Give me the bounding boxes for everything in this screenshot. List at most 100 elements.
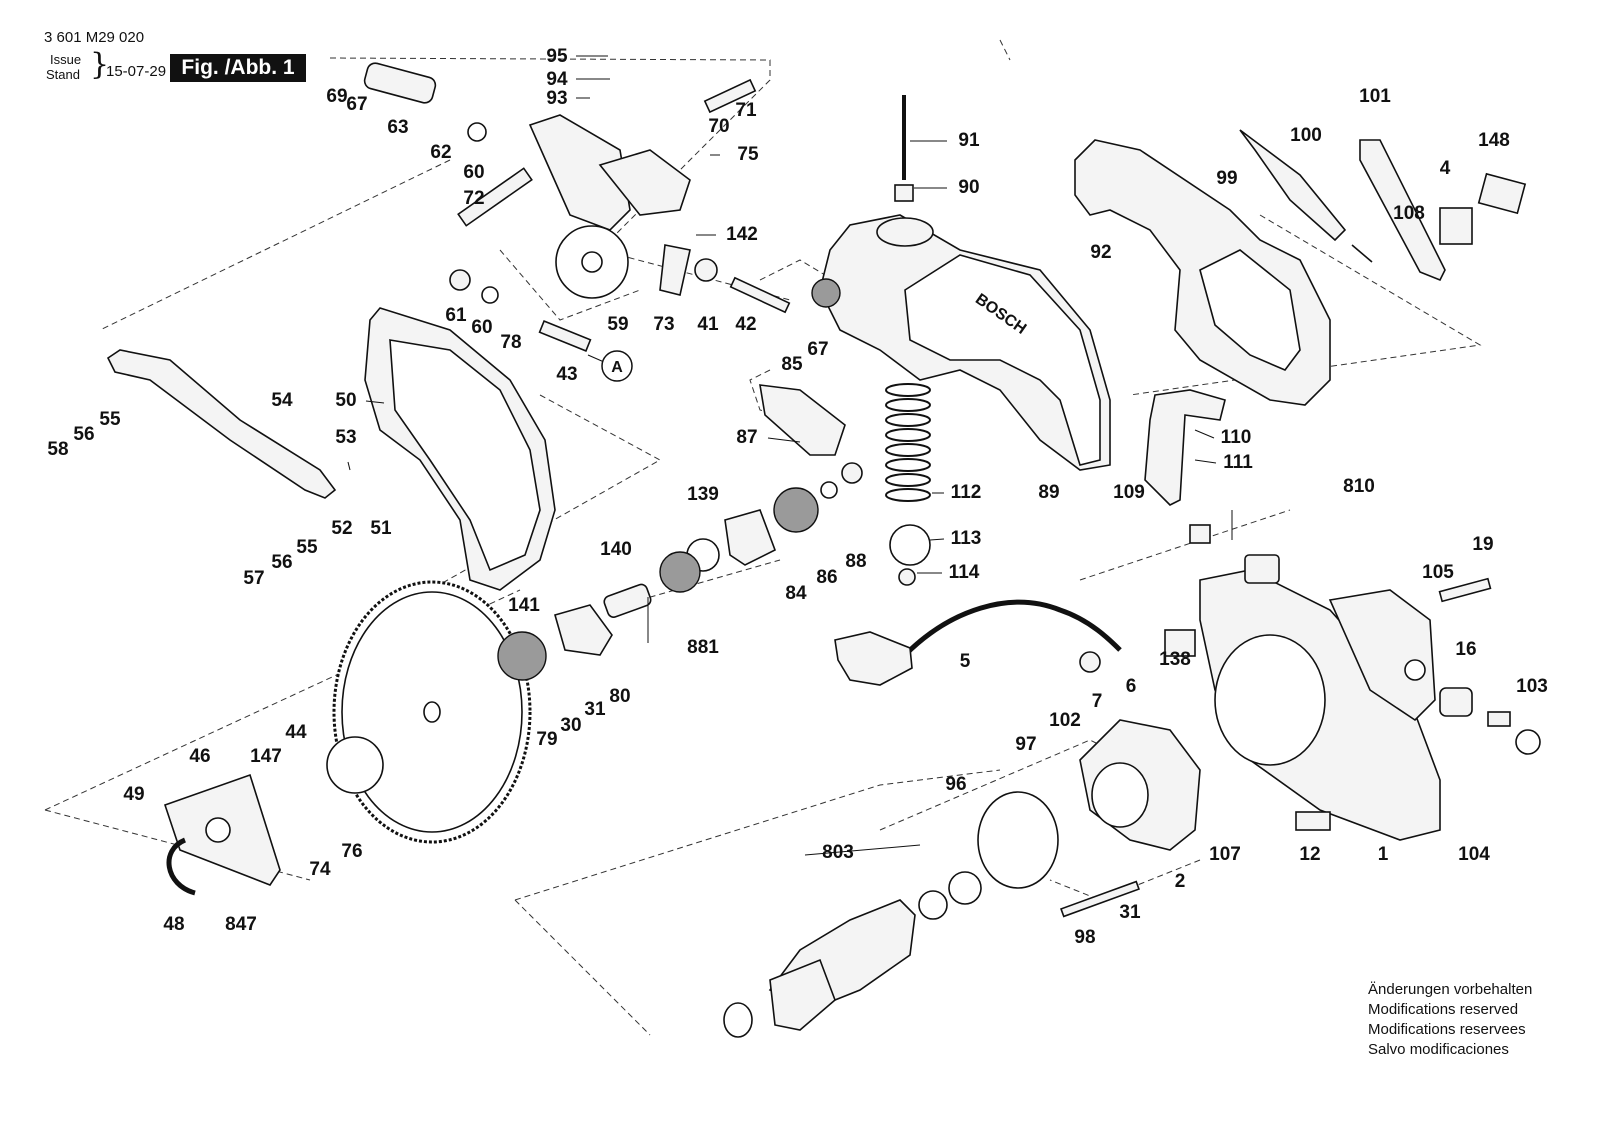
- part-label-101: 101: [1359, 86, 1391, 107]
- part-label-55: 55: [296, 537, 318, 558]
- note-line-de: Änderungen vorbehalten: [1368, 981, 1533, 998]
- part-label-148: 148: [1478, 130, 1510, 151]
- part-label-46: 46: [189, 746, 210, 767]
- part-label-107: 107: [1209, 844, 1241, 865]
- note-line-fr: Modifications reservees: [1368, 1021, 1526, 1038]
- leader-line-110: [1194, 429, 1215, 439]
- part-label-881: 881: [687, 637, 719, 658]
- part-label-847: 847: [225, 914, 257, 935]
- motor-housing: [1199, 569, 1441, 841]
- leader-line-113: [929, 538, 945, 541]
- part-label-12: 12: [1299, 844, 1320, 865]
- part-label-138: 138: [1159, 649, 1191, 670]
- stand-label: Stand: [46, 67, 80, 82]
- part-label-55: 55: [99, 409, 121, 430]
- part-label-58: 58: [47, 439, 68, 460]
- part-label-142: 142: [726, 224, 758, 245]
- part-label-69: 69: [326, 86, 347, 107]
- part-label-70: 70: [708, 116, 729, 137]
- part-label-85: 85: [781, 354, 803, 375]
- part-label-109: 109: [1113, 482, 1145, 503]
- part-label-88: 88: [845, 551, 866, 572]
- part-label-94: 94: [546, 69, 568, 90]
- document-number: 3 601 M29 020: [44, 29, 145, 46]
- part-label-113: 113: [951, 528, 982, 549]
- part-label-67: 67: [346, 94, 367, 115]
- part-label-86: 86: [816, 567, 837, 588]
- part-label-54: 54: [271, 390, 293, 411]
- part-label-80: 80: [609, 686, 630, 707]
- part-label-97: 97: [1015, 734, 1036, 755]
- part-label-73: 73: [653, 314, 674, 335]
- part-label-7: 7: [1092, 691, 1103, 712]
- issue-label: Issue: [50, 52, 82, 67]
- note-line-en: Modifications reserved: [1368, 1001, 1519, 1018]
- upper-blade-guard: BOSCH: [811, 214, 1111, 471]
- part-label-89: 89: [1038, 482, 1059, 503]
- part-label-96: 96: [945, 774, 966, 795]
- leader-line-53: [347, 461, 351, 471]
- brace-glyph: }: [90, 47, 110, 82]
- part-label-102: 102: [1049, 710, 1081, 731]
- armature: [723, 899, 916, 1038]
- part-label-92: 92: [1090, 242, 1111, 263]
- part-label-111: 111: [1223, 452, 1253, 473]
- part-label-90: 90: [958, 177, 979, 198]
- part-label-50: 50: [335, 390, 356, 411]
- modification-notes: Änderungen vorbehalten Modifications res…: [1368, 980, 1532, 1060]
- part-label-139: 139: [687, 484, 719, 505]
- part-label-84: 84: [785, 583, 807, 604]
- part-label-91: 91: [958, 130, 980, 151]
- callout-a: A: [587, 350, 633, 382]
- part-label-31: 31: [584, 699, 606, 720]
- part-label-108: 108: [1393, 203, 1425, 224]
- part-label-105: 105: [1422, 562, 1454, 583]
- leader-line-87: [767, 437, 801, 443]
- part-label-71: 71: [735, 100, 757, 121]
- lower-blade-guard: [364, 307, 556, 591]
- part-label-59: 59: [607, 314, 628, 335]
- leader-line-50: [365, 400, 385, 404]
- part-label-87: 87: [736, 427, 757, 448]
- part-label-4: 4: [1440, 158, 1451, 179]
- part-label-95: 95: [546, 46, 568, 67]
- part-label-6: 6: [1126, 676, 1137, 697]
- saw-blade: [332, 580, 532, 844]
- part-label-41: 41: [697, 314, 719, 335]
- small-hardware: [163, 62, 1541, 920]
- part-label-57: 57: [243, 568, 264, 589]
- part-label-78: 78: [500, 332, 521, 353]
- part-label-114: 114: [949, 562, 980, 583]
- part-label-74: 74: [309, 859, 331, 880]
- part-label-5: 5: [960, 651, 971, 672]
- part-label-72: 72: [463, 188, 484, 209]
- part-label-98: 98: [1074, 927, 1095, 948]
- part-label-51: 51: [370, 518, 392, 539]
- part-label-141: 141: [508, 595, 540, 616]
- part-label-2: 2: [1175, 871, 1186, 892]
- power-cord: [834, 599, 1122, 686]
- part-label-110: 110: [1221, 427, 1252, 448]
- part-label-49: 49: [123, 784, 144, 805]
- part-label-44: 44: [285, 722, 307, 743]
- part-label-100: 100: [1290, 125, 1322, 146]
- part-label-62: 62: [430, 142, 451, 163]
- part-label-93: 93: [546, 88, 567, 109]
- part-label-43: 43: [556, 364, 577, 385]
- part-label-76: 76: [341, 841, 362, 862]
- part-label-99: 99: [1216, 168, 1237, 189]
- part-label-60: 60: [463, 162, 484, 183]
- leader-line-803: [804, 844, 921, 856]
- part-label-112: 112: [951, 482, 982, 503]
- part-label-56: 56: [271, 552, 292, 573]
- retaining-ring: [166, 837, 196, 896]
- part-label-19: 19: [1472, 534, 1493, 555]
- part-label-30: 30: [560, 715, 581, 736]
- main-handle: [1074, 139, 1331, 406]
- adjustment-arm: [106, 349, 337, 499]
- note-line-es: Salvo modificaciones: [1368, 1041, 1509, 1058]
- part-label-48: 48: [163, 914, 184, 935]
- issue-date: 15-07-29: [106, 63, 167, 80]
